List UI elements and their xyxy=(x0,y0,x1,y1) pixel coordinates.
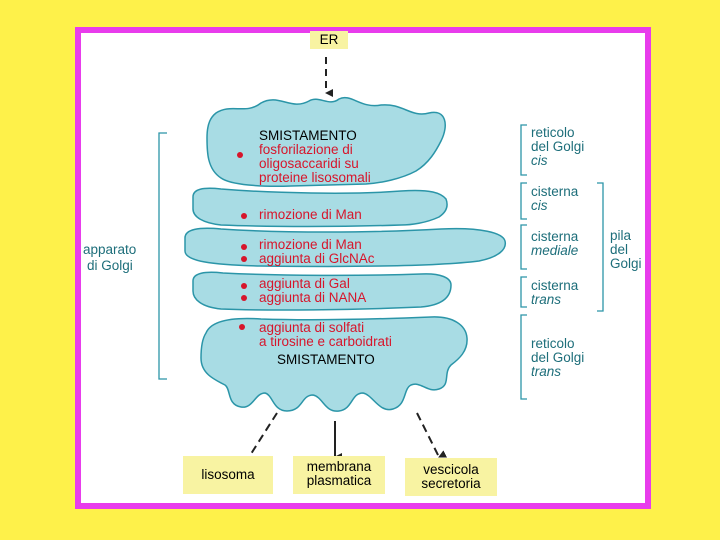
c3-bullet-1 xyxy=(241,244,247,250)
c1-heading: SMISTAMENTO xyxy=(259,128,357,143)
cisterna-cis xyxy=(192,187,448,228)
c5-bullet xyxy=(239,324,245,330)
bracket-trans-network xyxy=(520,314,527,400)
membrane-label-2: plasmatica xyxy=(306,473,372,488)
stack-label-line-1: pila xyxy=(610,228,632,243)
trans-cisterna-line-1: cisterna xyxy=(531,278,579,293)
left-label-line-1: apparato xyxy=(83,242,137,257)
lysosome-box: lisosoma xyxy=(183,456,273,494)
cis-network-line-3: cis xyxy=(531,153,548,168)
vesicle-label-2: secretoria xyxy=(421,476,481,491)
trans-network-line-2: del Golgi xyxy=(531,350,585,365)
er-label: ER xyxy=(310,31,348,49)
trans-network-line-1: reticolo xyxy=(531,336,575,351)
arrow-to-vesicle xyxy=(416,412,448,458)
trans-cisterna-line-2: trans xyxy=(531,292,562,307)
cis-network-line-1: reticolo xyxy=(531,125,575,140)
c1-bullet xyxy=(237,152,243,158)
c2-bullet xyxy=(241,213,247,219)
bracket-stack xyxy=(597,182,604,312)
c1-line-2: oligosaccaridi su xyxy=(259,156,359,171)
c3-bullet-2 xyxy=(241,256,247,262)
left-bracket xyxy=(158,132,167,380)
c4-bullet-2 xyxy=(241,295,247,301)
left-label-line-2: di Golgi xyxy=(87,258,133,273)
arrow-to-lysosome xyxy=(248,412,278,465)
c4-bullet-1 xyxy=(241,283,247,289)
er-text: ER xyxy=(319,32,339,47)
bracket-cis-network xyxy=(520,124,527,176)
bracket-cis-cisterna xyxy=(520,182,527,220)
bracket-trans-cisterna xyxy=(520,276,527,308)
medial-cisterna-line-2: mediale xyxy=(531,243,579,258)
membrane-label-1: membrana xyxy=(306,459,372,474)
medial-cisterna-line-1: cisterna xyxy=(531,229,579,244)
c3-line-1: rimozione di Man xyxy=(259,237,362,252)
cisterna-medial xyxy=(184,227,507,268)
stack-label-line-3: Golgi xyxy=(610,256,642,271)
slide-frame: ER SMISTAMENTO fosforilazione di oligosa… xyxy=(75,27,651,509)
c2-line-1: rimozione di Man xyxy=(259,207,362,222)
c1-line-3: proteine lisosomali xyxy=(259,170,371,185)
cis-network-line-2: del Golgi xyxy=(531,139,585,154)
c3-line-2: aggiunta di GlcNAc xyxy=(259,251,375,266)
vesicle-label-1: vescicola xyxy=(423,462,479,477)
membrane-box: membrana plasmatica xyxy=(293,456,385,494)
cis-cisterna-line-1: cisterna xyxy=(531,184,579,199)
diagram-panel: ER SMISTAMENTO fosforilazione di oligosa… xyxy=(81,31,645,503)
c5-heading: SMISTAMENTO xyxy=(277,352,375,367)
cis-cisterna-line-2: cis xyxy=(531,198,548,213)
c4-line-2: aggiunta di NANA xyxy=(259,290,367,305)
golgi-diagram xyxy=(158,57,604,465)
c4-line-1: aggiunta di Gal xyxy=(259,276,350,291)
c5-line-1: aggiunta di solfati xyxy=(259,320,365,335)
vesicle-box: vescicola secretoria xyxy=(405,458,497,496)
c1-line-1: fosforilazione di xyxy=(259,142,353,157)
cisterna-trans-network xyxy=(200,316,468,412)
cisterna-trans xyxy=(192,271,452,311)
c5-line-2: a tirosine e carboidrati xyxy=(259,334,392,349)
stack-label-line-2: del xyxy=(610,242,629,257)
lysosome-label: lisosoma xyxy=(201,467,255,482)
bracket-medial-cisterna xyxy=(520,224,527,270)
trans-network-line-3: trans xyxy=(531,364,562,379)
cisterna-cis-network xyxy=(206,96,446,187)
